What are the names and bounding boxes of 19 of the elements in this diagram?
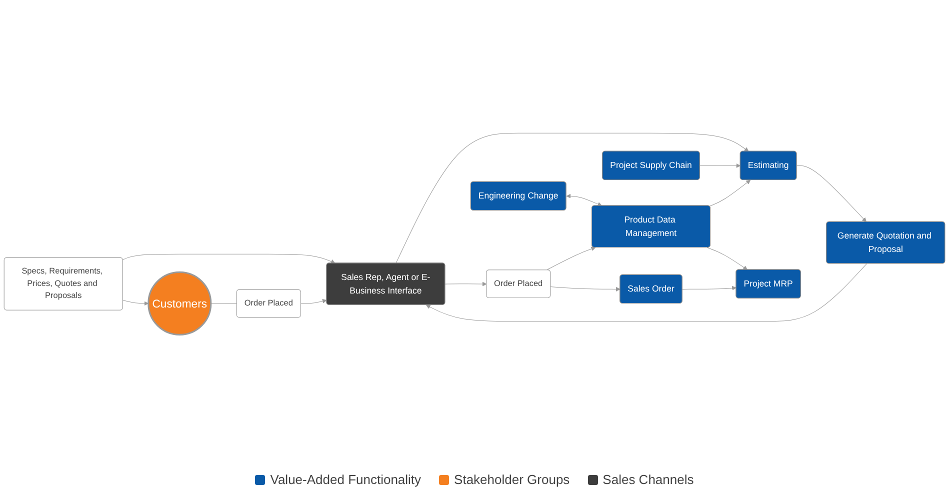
arrow: [796, 165, 867, 222]
legend-text: Stakeholder Groups: [454, 472, 570, 487]
arrow: [122, 300, 149, 306]
legend-text: Value-Added Functionality: [270, 472, 422, 487]
arrow: [566, 194, 602, 206]
connector: [210, 303, 238, 304]
arrow: [709, 180, 751, 207]
node-circle: Customers: [148, 272, 212, 336]
arrow: [444, 282, 487, 286]
legend-text: Sales Channels: [602, 472, 694, 487]
arrow: [122, 254, 336, 264]
arrow: [700, 163, 741, 168]
arrow: [682, 286, 736, 290]
arrow: [546, 246, 596, 270]
arrow: [396, 132, 749, 264]
arrow: [550, 286, 620, 292]
arrow: [706, 247, 748, 270]
arrow: [426, 263, 868, 322]
arrow: [300, 299, 327, 304]
